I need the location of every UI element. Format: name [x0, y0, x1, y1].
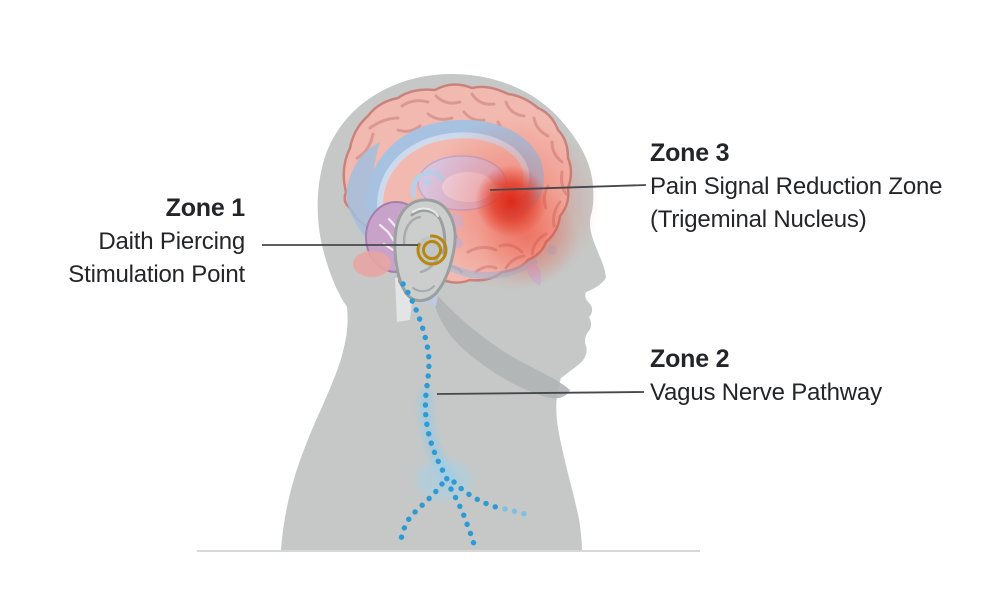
daith-piercing-ring-icon [416, 234, 448, 266]
zone2-label: Zone 2 Vagus Nerve Pathway [650, 343, 998, 409]
zone3-leader-line [489, 184, 647, 191]
zone1-title: Zone 1 [165, 194, 246, 222]
inner-fold [402, 215, 422, 245]
zone3-label: Zone 3 Pain Signal Reduction Zone (Trige… [650, 137, 998, 236]
lobe-crease [412, 285, 435, 293]
occipital-blue-region [346, 142, 406, 262]
zone3-line-2: (Trigeminal Nucleus) [650, 206, 867, 233]
zone2-title: Zone 2 [650, 345, 730, 373]
zone2-leader-line [436, 391, 645, 395]
cerebellar-tonsil [353, 251, 391, 277]
jaw-shadow [435, 296, 570, 399]
pain-zone-glow [424, 116, 600, 292]
helix-highlight [412, 207, 439, 217]
zone1-line-2: Stimulation Point [68, 261, 245, 288]
zone3-title: Zone 3 [650, 139, 730, 167]
vagus-branch-glow [416, 460, 472, 500]
vagus-nerve-dotted-path [397, 281, 532, 551]
zone3-line-1: Pain Signal Reduction Zone [650, 173, 943, 200]
zone2-line-1: Vagus Nerve Pathway [650, 379, 882, 406]
zone1-label: Zone 1 Daith Piercing Stimulation Point [25, 192, 245, 291]
zone1-line-1: Daith Piercing [98, 228, 245, 255]
